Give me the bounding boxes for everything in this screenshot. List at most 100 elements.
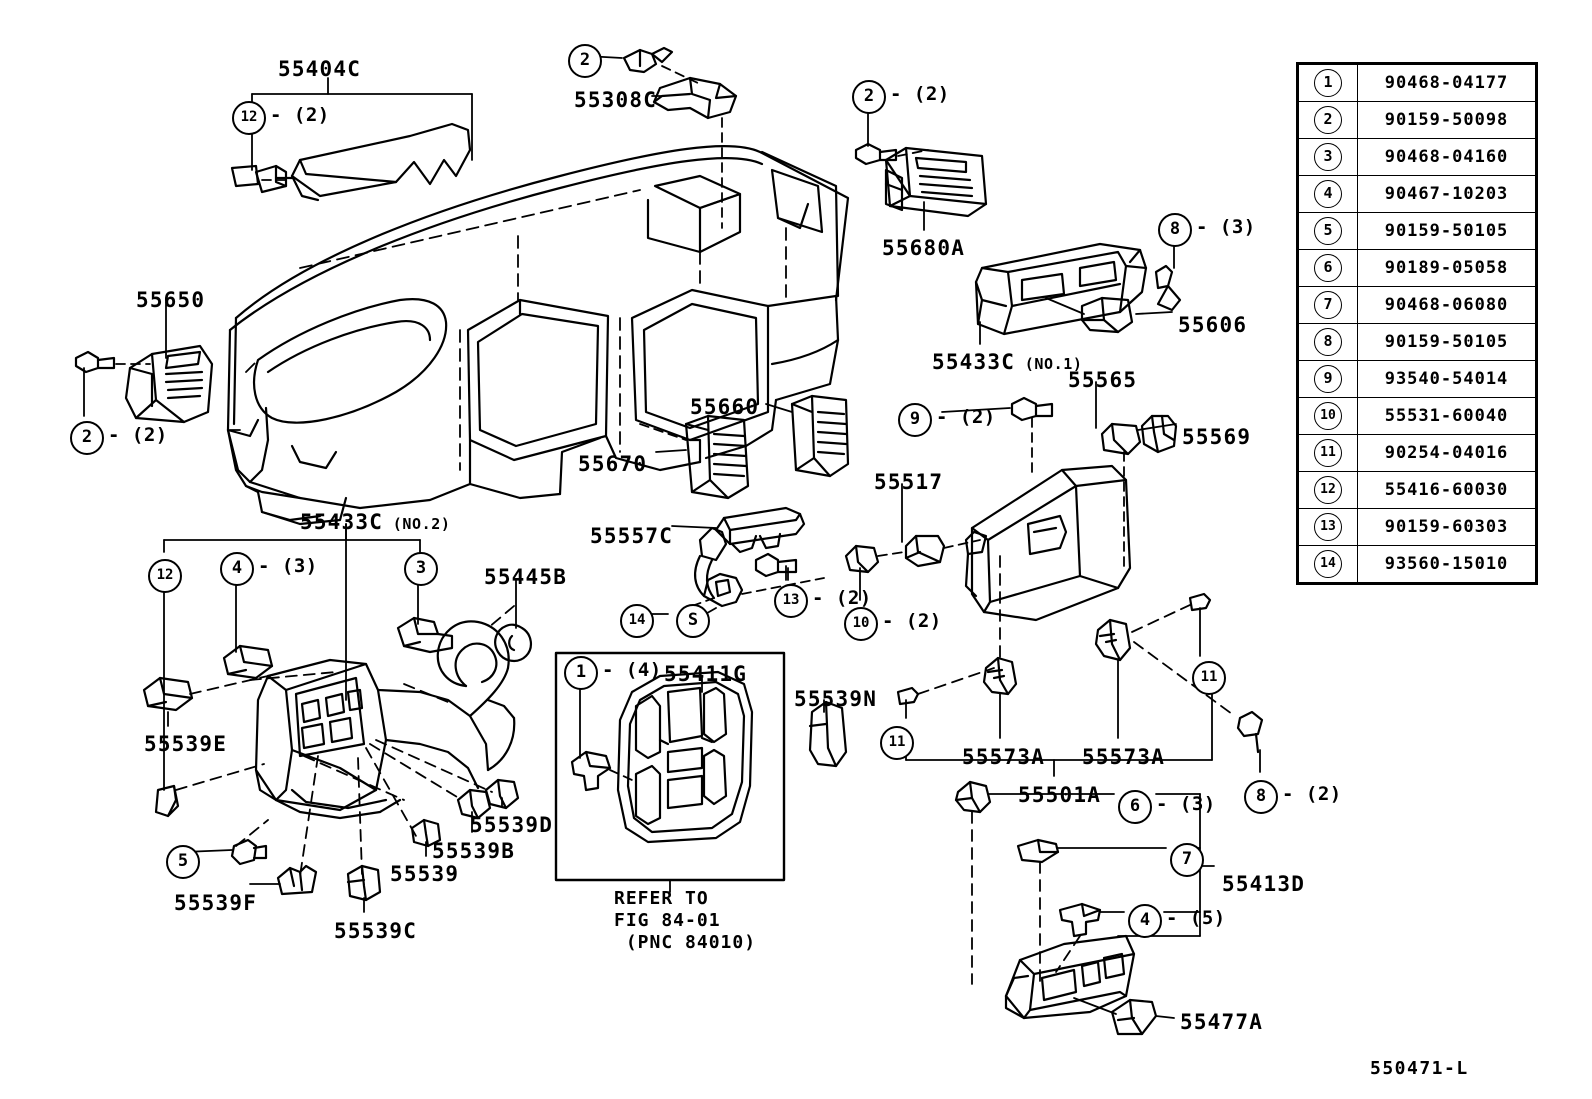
assembly-lines-lower-left [175,605,515,877]
part-label-55413d: 55413D [1222,872,1305,896]
part-number-text: 55539N [794,687,878,711]
part-label-55477a: 55477A [1180,1010,1263,1034]
callout-quantity: - (3) [1156,793,1216,815]
ref-number-circle: 1 [1314,69,1342,97]
part-number-text: 55606 [1178,313,1248,337]
part-number-text: 55573A [1082,745,1166,769]
callout-quantity: - (2) [1282,783,1342,805]
legend-part-number: 90468-04177 [1357,64,1536,102]
part-55660 [790,394,850,478]
part-label-55404c: 55404C [278,57,361,81]
part-55433C-no2 [254,620,516,820]
part-55539B [456,788,492,820]
part-number-text: 55477A [1180,1010,1264,1034]
part-number-text: 55539F [174,891,258,915]
screw-5 [230,838,268,866]
part-55539D [484,778,520,810]
callout-bubble-10: 10 [844,607,878,641]
part-number-text: 55411G [664,662,748,686]
callout-quantity: - (5) [1166,907,1226,929]
part-number-text: 55404C [278,57,362,81]
ref-number-circle: 14 [1314,550,1342,578]
part-number-text: 55433C [300,510,384,534]
part-55670 [684,414,750,500]
glove-box-door [964,464,1132,622]
callout-quantity: - (3) [1196,216,1256,238]
part-label-55573a: 55573A [1082,745,1165,769]
part-number-text: 55539 [390,862,460,886]
part-label-55557c: 55557C [590,524,673,548]
part-4-clip [1058,902,1102,938]
legend-part-number: 55416-60030 [1357,471,1536,509]
part-55433C-no1 [974,242,1148,336]
legend-part-number: 90189-05058 [1357,249,1536,287]
part-label-qualifier: (NO.1) [1015,355,1083,373]
part-55650 [124,344,214,424]
part-55573A-left [982,656,1018,696]
callout-quantity: - (2) [108,424,168,446]
callout-bubble-11: 11 [880,726,914,760]
legend-part-number: 90468-06080 [1357,286,1536,324]
callout-bubble-8: 8 [1244,780,1278,814]
part-label-55606: 55606 [1178,313,1247,337]
part-label-55539e: 55539E [144,732,227,756]
legend-part-number: 55531-60040 [1357,397,1536,435]
part-number-text: 55517 [874,470,944,494]
callout-bubble-3: 3 [404,552,438,586]
part-55539C [346,864,382,902]
part-number-text: 55539B [432,839,516,863]
legend-part-number: 93540-54014 [1357,360,1536,398]
part-label-55501a: 55501A [1018,783,1101,807]
part-55539 [410,818,442,848]
legend-ref-number: 1 [1298,64,1358,102]
callout-quantity: - (2) [936,406,996,428]
legend-row: 2 90159-50098 [1298,101,1536,139]
screw-55680A [854,142,898,166]
part-55517 [904,534,946,568]
part-number-text: 55660 [690,395,760,419]
callout-bubble-2: 2 [568,44,602,78]
legend-part-number: 90159-50098 [1357,101,1536,139]
screw-55650 [74,350,116,374]
callout-quantity: - (2) [882,610,942,632]
callout-bubble-9: 9 [898,403,932,437]
callout-bubble-7: 7 [1170,843,1204,877]
callout-bubble-12: 12 [232,101,266,135]
part-label-55680a: 55680A [882,236,965,260]
part-label-55539f: 55539F [174,891,257,915]
legend-ref-number: 13 [1298,508,1358,546]
ref-number-circle: 3 [1314,143,1342,171]
part-label-55539n: 55539N [794,687,877,711]
legend-row: 7 90468-06080 [1298,286,1536,324]
callout-bubble-13: 13 [774,584,808,618]
ref-number-circle: 2 [1314,106,1342,134]
ref-number-circle: 5 [1314,217,1342,245]
callout-bubble-11: 11 [1192,661,1226,695]
part-label-55445b: 55445B [484,565,567,589]
callout-quantity: - (4) [602,659,662,681]
callout-bubble-8: 8 [1158,213,1192,247]
legend-part-number: 90159-60303 [1357,508,1536,546]
part-label-55670: 55670 [578,452,647,476]
callout-quantity: - (2) [890,83,950,105]
part-1-clip-inset [570,750,612,792]
part-55445B [494,623,532,662]
ref-number-circle: 7 [1314,291,1342,319]
part-label-55650: 55650 [136,288,205,312]
legend-part-number: 93560-15010 [1357,545,1536,583]
part-number-text: 55670 [578,452,648,476]
legend-part-number: 90468-04160 [1357,138,1536,176]
callout-bubble-2: 2 [70,421,104,455]
part-11-pin-right [1188,592,1212,612]
callout-bubble-2: 2 [852,80,886,114]
callout-bubble-1: 1 [564,656,598,690]
part-number-text: 55539E [144,732,228,756]
legend-part-number: 90254-04016 [1357,434,1536,472]
callout-bubble-4: 4 [220,552,254,586]
